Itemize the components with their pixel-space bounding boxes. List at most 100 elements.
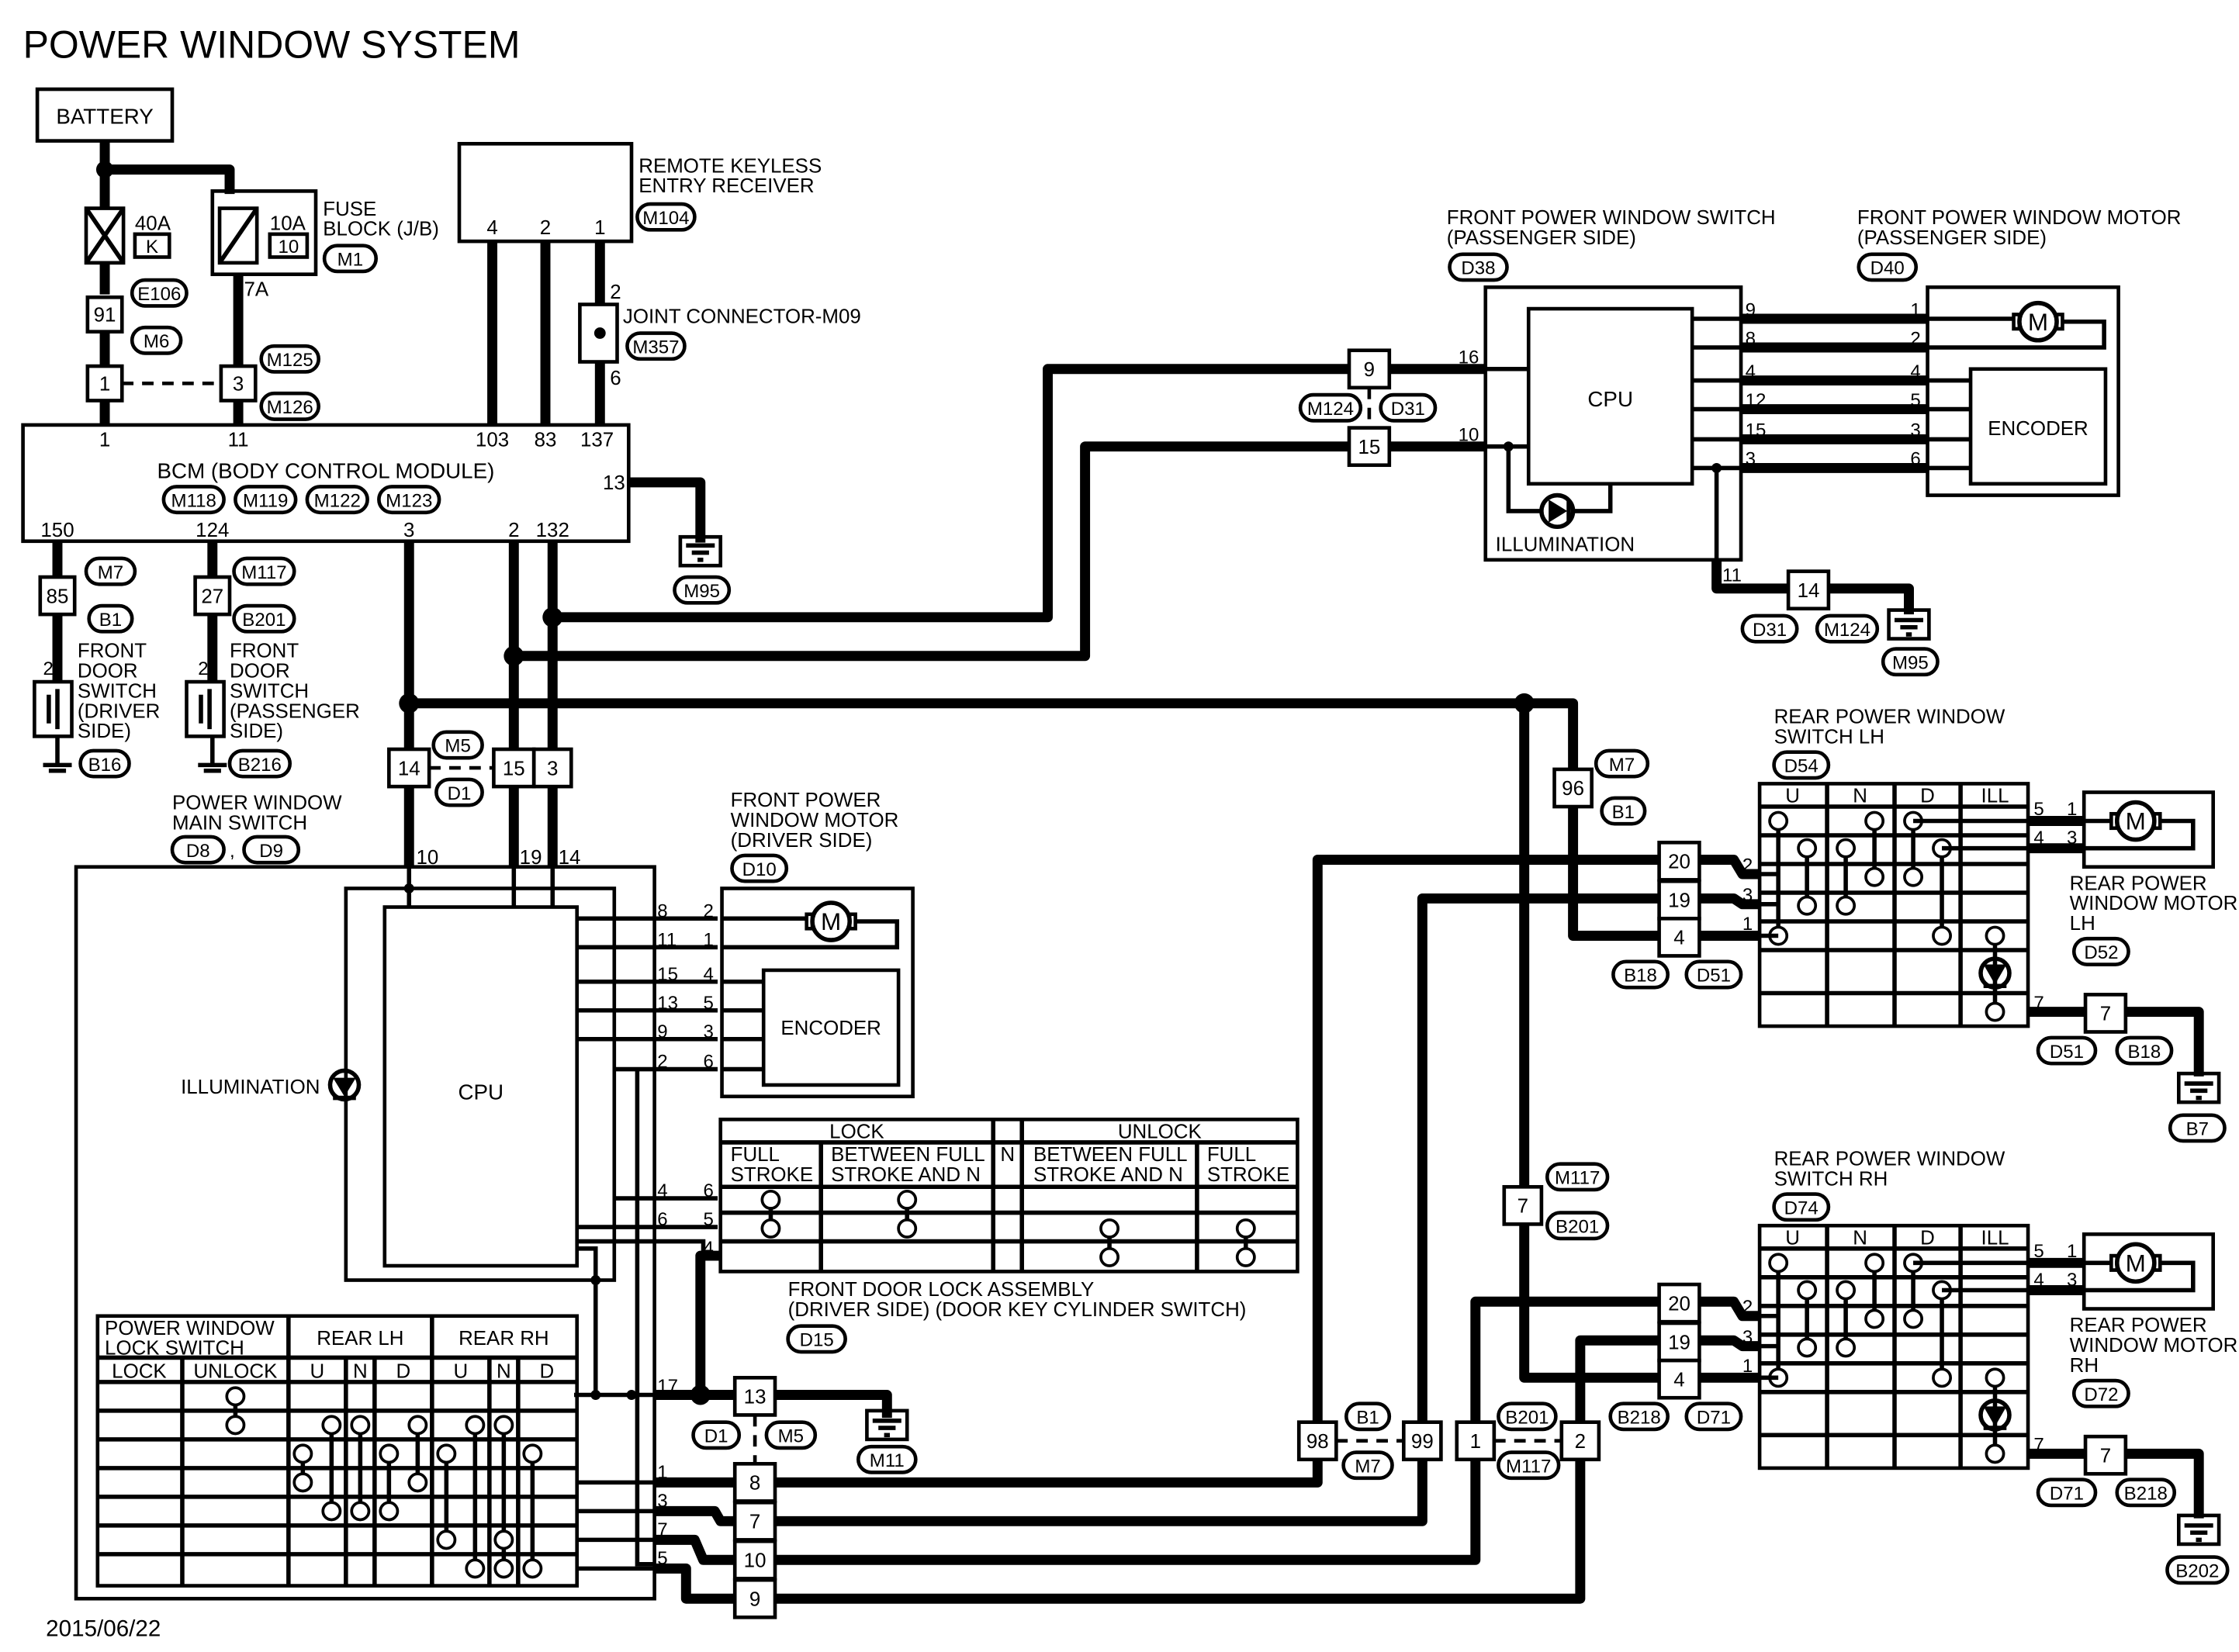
svg-text:2: 2 (540, 217, 551, 239)
conn-b18-b: B18 (2128, 1042, 2161, 1063)
svg-text:2: 2 (657, 1052, 667, 1073)
conn-m5-a: M5 (445, 736, 470, 757)
svg-text:2: 2 (198, 658, 208, 679)
fds-driver-1: FRONT (78, 641, 147, 662)
svg-text:STROKE AND N: STROKE AND N (1033, 1164, 1183, 1186)
junction-8: 8 (749, 1473, 760, 1495)
power-window-main-switch: 10 19 14 CPU ILLUMINATION 8 11 15 13 9 2… (74, 847, 718, 1601)
svg-text:10: 10 (1459, 424, 1479, 445)
fuse-block-label-2: BLOCK (J/B) (323, 219, 439, 240)
svg-text:BCM (BODY CONTROL MODULE): BCM (BODY CONTROL MODULE) (157, 458, 495, 482)
svg-text:M: M (821, 908, 841, 935)
svg-text:1: 1 (1910, 299, 1920, 320)
fuse-block-label-1: FUSE (323, 199, 376, 220)
svg-text:5: 5 (2033, 1241, 2043, 1262)
svg-text:2: 2 (1742, 1297, 1753, 1318)
fpws-pass-2: (PASSENGER SIDE) (1447, 227, 1636, 249)
svg-text:K: K (146, 237, 158, 257)
svg-text:1: 1 (594, 217, 605, 239)
junction-3: 3 (233, 374, 244, 396)
junction-15: 15 (503, 758, 525, 779)
conn-b16: B16 (88, 755, 122, 776)
svg-text:,: , (230, 841, 235, 862)
svg-text:10: 10 (417, 847, 439, 869)
conn-d38: D38 (1461, 258, 1495, 279)
junction-14: 14 (398, 758, 420, 779)
svg-text:ILLUMINATION: ILLUMINATION (1496, 534, 1635, 556)
rear-motor-lh-1: REAR POWER (2070, 873, 2207, 894)
rear-power-window-motor-lh: 1 3 M (2067, 790, 2216, 869)
svg-text:1: 1 (99, 430, 110, 451)
svg-text:11: 11 (657, 929, 677, 950)
conn-b18-a: B18 (1624, 966, 1657, 987)
svg-text:BATTERY: BATTERY (56, 104, 153, 128)
svg-text:3: 3 (703, 1021, 713, 1042)
junction-1: 1 (99, 374, 110, 396)
rear-motor-rh-3: RH (2070, 1355, 2099, 1377)
svg-text:103: 103 (476, 430, 509, 451)
svg-text:STROKE: STROKE (731, 1164, 813, 1186)
conn-d1-a: D1 (448, 783, 472, 804)
joint-connector-label: JOINT CONNECTOR-M09 (623, 306, 861, 328)
conn-d8: D8 (186, 841, 210, 862)
ground-m95-bcm (678, 534, 723, 568)
conn-b201-a: B201 (242, 610, 285, 631)
rear-motor-lh-3: LH (2070, 913, 2095, 935)
svg-text:U: U (1785, 785, 1800, 807)
ground-m95-pass (1887, 608, 1931, 641)
svg-text:1: 1 (1742, 1356, 1753, 1377)
svg-text:2: 2 (703, 900, 713, 921)
fds-pass-3: SWITCH (230, 680, 309, 702)
svg-text:2: 2 (1742, 855, 1753, 876)
svg-text:LOCK SWITCH: LOCK SWITCH (105, 1338, 244, 1360)
svg-text:M122: M122 (314, 490, 361, 511)
svg-text:U: U (1785, 1227, 1800, 1249)
conn-d9: D9 (259, 841, 283, 862)
svg-text:1: 1 (2067, 799, 2077, 820)
svg-text:M: M (2126, 1249, 2146, 1277)
fuse-terminal: 7A (244, 278, 269, 300)
svg-text:6: 6 (657, 1209, 667, 1230)
conn-m104: M104 (642, 208, 689, 229)
fpwm-driver-1: FRONT POWER (731, 790, 881, 811)
conn-m117-a: M117 (241, 562, 286, 583)
junction-9: 9 (1364, 359, 1375, 381)
svg-text:BETWEEN FULL: BETWEEN FULL (1033, 1144, 1188, 1166)
svg-text:3: 3 (403, 520, 414, 541)
svg-text:D: D (1920, 1227, 1935, 1249)
front-door-switch-driver: 2 (33, 658, 74, 773)
junction-19a: 19 (1668, 890, 1690, 912)
svg-text:LOCK: LOCK (112, 1360, 167, 1382)
svg-text:N: N (1853, 1227, 1867, 1249)
svg-text:REAR LH: REAR LH (317, 1328, 403, 1350)
remote-keyless-entry-receiver: 4 2 1 (457, 142, 634, 244)
conn-m5-b: M5 (778, 1426, 804, 1447)
rear-sw-rh-2: SWITCH RH (1774, 1168, 1888, 1190)
conn-b201-c: B201 (1505, 1408, 1549, 1429)
svg-text:BETWEEN FULL: BETWEEN FULL (831, 1144, 985, 1166)
front-power-window-motor-driver: 2 1 4 5 3 6 M ENCODER (703, 886, 915, 1099)
fds-pass-2: DOOR (230, 661, 290, 683)
svg-text:U: U (453, 1360, 468, 1382)
fuse-40a: 40A K (84, 206, 171, 265)
junction-98: 98 (1306, 1431, 1329, 1453)
junction-91: 91 (94, 305, 116, 327)
junction-13: 13 (744, 1387, 767, 1408)
conn-m11: M11 (870, 1450, 905, 1471)
svg-text:9: 9 (657, 1021, 667, 1042)
svg-text:1: 1 (703, 929, 713, 950)
conn-b1-c: B1 (1356, 1408, 1379, 1429)
fds-driver-2: DOOR (78, 661, 138, 683)
svg-text:ENCODER: ENCODER (1988, 418, 2088, 440)
svg-text:137: 137 (580, 430, 614, 451)
rear-sw-lh-1: REAR POWER WINDOW (1774, 707, 2005, 728)
svg-text:ILL: ILL (1981, 785, 2009, 807)
fpwm-driver-2: WINDOW MOTOR (731, 810, 899, 831)
bcm-module: 1 11 103 83 137 BCM (BODY CONTROL MODULE… (21, 423, 631, 544)
junction-9b: 9 (749, 1588, 760, 1610)
fds-driver-3: SWITCH (78, 680, 157, 702)
fuse-10a: 10A 10 (210, 189, 318, 276)
svg-text:2: 2 (43, 658, 53, 679)
svg-text:11: 11 (1722, 565, 1742, 586)
junction-4a: 4 (1673, 928, 1684, 949)
